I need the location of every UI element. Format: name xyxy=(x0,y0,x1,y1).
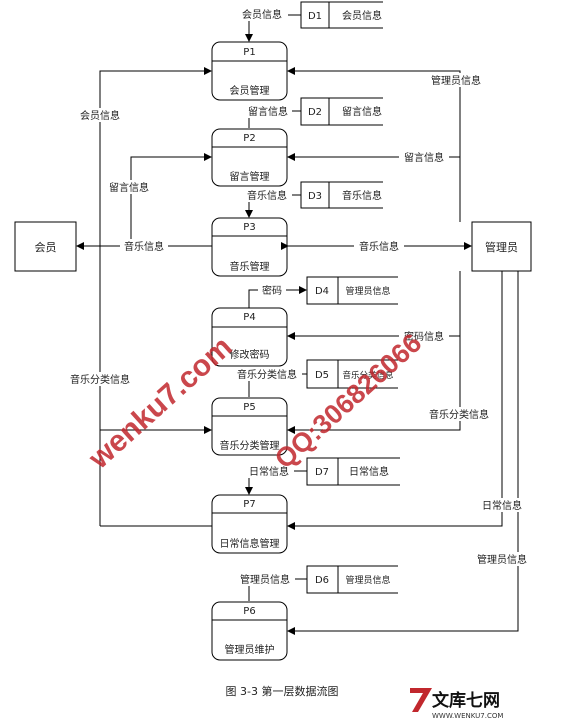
label-d4-p4: 密码 xyxy=(262,284,282,297)
label-admin-p2: 留言信息 xyxy=(404,151,444,164)
label-admin-p3: 音乐信息 xyxy=(359,240,399,253)
store-d4-id: D4 xyxy=(315,286,329,297)
process-p3: P3 音乐管理 xyxy=(211,217,288,277)
process-p4-id: P4 xyxy=(243,312,255,323)
label-admin-p1: 管理员信息 xyxy=(431,74,481,87)
process-p4-name: 修改密码 xyxy=(230,348,270,361)
label-member-p1: 会员信息 xyxy=(80,109,120,122)
process-p2-name: 留言管理 xyxy=(230,170,270,183)
label-admin-p6: 管理员信息 xyxy=(477,553,527,566)
process-p7-name: 日常信息管理 xyxy=(220,537,280,550)
store-d4: D4 管理员信息 xyxy=(306,276,398,305)
store-d3: D3 音乐信息 xyxy=(300,181,383,209)
store-d1: D1 会员信息 xyxy=(300,1,383,29)
entity-admin: 管理员 xyxy=(471,221,532,272)
store-d5-id: D5 xyxy=(315,370,329,381)
flow-admin-p5 xyxy=(287,336,461,434)
store-d5-name: 音乐分类信息 xyxy=(342,370,394,381)
entity-admin-label: 管理员 xyxy=(485,240,518,254)
process-p3-id: P3 xyxy=(243,222,255,233)
process-p6-id: P6 xyxy=(243,606,255,617)
process-p2-id: P2 xyxy=(243,133,255,144)
store-d1-id: D1 xyxy=(308,11,322,22)
flow-admin-p6 xyxy=(287,271,519,635)
figure-caption: 图 3-3 第一层数据流图 xyxy=(226,684,339,698)
logo-url: WWW.WENKU7.COM xyxy=(432,712,503,720)
label-admin-p5: 音乐分类信息 xyxy=(429,408,489,421)
store-d3-name: 音乐信息 xyxy=(342,189,382,202)
process-p5-name: 音乐分类管理 xyxy=(220,439,280,452)
entity-member: 会员 xyxy=(14,221,77,272)
store-d1-name: 会员信息 xyxy=(342,9,382,22)
flow-admin-p1 xyxy=(287,67,461,222)
process-p1-id: P1 xyxy=(243,47,255,58)
store-d6-id: D6 xyxy=(315,575,329,586)
label-member-p5: 音乐分类信息 xyxy=(70,373,130,386)
store-d2-id: D2 xyxy=(308,107,322,118)
label-d6-p6: 管理员信息 xyxy=(240,573,290,586)
label-d2-p2: 留言信息 xyxy=(248,105,288,118)
store-d6-name: 管理员信息 xyxy=(345,574,390,586)
label-p3-member: 音乐信息 xyxy=(124,240,164,253)
process-p1-name: 会员管理 xyxy=(230,84,270,97)
process-p6: P6 管理员维护 xyxy=(211,601,288,661)
store-d4-name: 管理员信息 xyxy=(345,285,390,297)
process-p5-id: P5 xyxy=(243,402,255,413)
label-admin-p4: 密码信息 xyxy=(404,330,444,343)
store-d7-name: 日常信息 xyxy=(349,465,389,478)
process-p2: P2 留言管理 xyxy=(211,128,288,187)
store-d2: D2 留言信息 xyxy=(300,97,383,126)
entity-member-label: 会员 xyxy=(35,241,57,254)
store-d6: D6 管理员信息 xyxy=(306,565,398,594)
flow-admin-p7 xyxy=(287,271,503,530)
store-d3-id: D3 xyxy=(308,191,322,202)
process-p6-name: 管理员维护 xyxy=(225,643,275,656)
process-p1: P1 会员管理 xyxy=(211,41,288,101)
store-d2-name: 留言信息 xyxy=(342,105,382,118)
label-d3-p3: 音乐信息 xyxy=(247,189,287,202)
label-d7-p7: 日常信息 xyxy=(249,465,289,478)
flow-p4-d4 xyxy=(248,286,307,308)
logo-mark-icon xyxy=(410,688,432,712)
flow-lines xyxy=(76,14,519,635)
label-d1-p1: 会员信息 xyxy=(242,8,282,21)
watermark-qq-text: QQ:306826066 xyxy=(269,328,427,475)
label-admin-p7: 日常信息 xyxy=(482,499,522,512)
store-d7-id: D7 xyxy=(315,467,329,478)
label-member-p2: 留言信息 xyxy=(109,181,149,194)
store-d7: D7 日常信息 xyxy=(306,457,400,486)
logo-text: 文库七网 xyxy=(432,690,500,711)
label-d5-p5: 音乐分类信息 xyxy=(237,368,297,381)
watermark-logo: 文库七网 WWW.WENKU7.COM xyxy=(410,688,503,720)
process-p7: P7 日常信息管理 xyxy=(211,494,288,554)
process-p7-id: P7 xyxy=(243,499,255,510)
process-p3-name: 音乐管理 xyxy=(230,260,270,273)
flow-labels: 会员信息 留言信息 音乐信息 密码 音乐分类信息 日常信息 管理员信息 管理员信… xyxy=(64,7,532,586)
flow-member-p2 xyxy=(130,153,212,246)
